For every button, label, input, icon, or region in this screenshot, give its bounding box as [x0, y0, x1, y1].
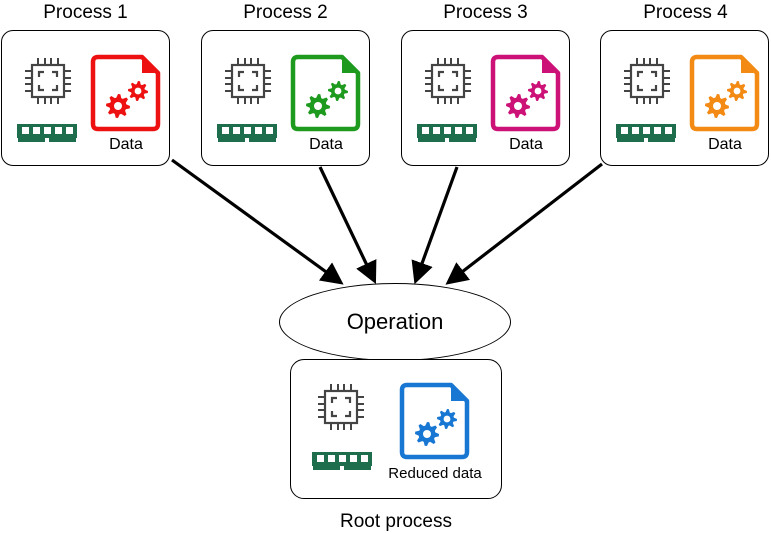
- arrow-process-2: [318, 166, 377, 285]
- gear-document-icon: [490, 54, 561, 132]
- process-title: Process 2: [243, 2, 328, 23]
- process-node: Data: [1, 30, 170, 166]
- reduced-data-label: Reduced data: [388, 465, 482, 482]
- data-label: Data: [509, 136, 543, 153]
- gear-document-icon: [399, 382, 470, 460]
- cpu-chip-icon: [624, 58, 670, 104]
- gear-document-icon: [290, 54, 361, 132]
- operation-node: Operation: [279, 283, 511, 361]
- process-node: Data: [201, 30, 370, 166]
- ram-module-icon: [312, 452, 372, 470]
- data-label: Data: [309, 136, 343, 153]
- process-node: Data: [600, 30, 769, 166]
- cpu-chip-icon: [25, 58, 71, 104]
- gear-document-icon: [689, 54, 760, 132]
- process-title: Process 3: [443, 2, 528, 23]
- gear-document-icon: [90, 54, 161, 132]
- cpu-chip-icon: [225, 58, 271, 104]
- root-process-title: Root process: [340, 511, 452, 532]
- cpu-chip-icon: [425, 58, 471, 104]
- data-label: Data: [109, 136, 143, 153]
- arrow-process-1: [171, 158, 344, 285]
- arrow-process-4: [445, 162, 603, 285]
- ram-module-icon: [417, 124, 477, 142]
- process-title: Process 4: [643, 2, 728, 23]
- ram-module-icon: [616, 124, 676, 142]
- cpu-chip-icon: [318, 384, 364, 430]
- process-title: Process 1: [43, 2, 128, 23]
- operation-label: Operation: [346, 309, 444, 334]
- ram-module-icon: [217, 124, 277, 142]
- arrow-process-3: [411, 166, 459, 285]
- process-node: Data: [401, 30, 570, 166]
- data-label: Data: [708, 136, 742, 153]
- root-process-node: Reduced data: [290, 359, 502, 499]
- ram-module-icon: [17, 124, 77, 142]
